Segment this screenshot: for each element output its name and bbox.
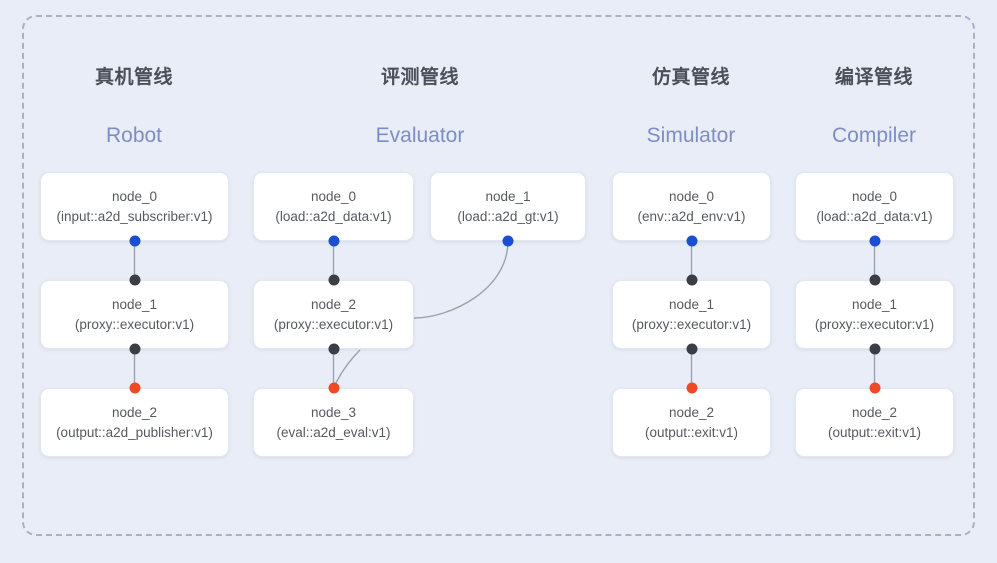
node-name-label: node_1 (851, 296, 898, 312)
node-name-label: node_0 (851, 188, 898, 204)
node-evaluator-node_0[interactable]: node_0(load::a2d_data:v1) (253, 172, 414, 241)
node-spec-label: (eval::a2d_eval:v1) (276, 424, 391, 440)
port-top-in-icon[interactable] (328, 274, 339, 286)
node-spec-label: (proxy::executor:v1) (631, 316, 752, 332)
node-compiler-node_0[interactable]: node_0(load::a2d_data:v1) (795, 172, 954, 241)
column-title-en-robot: Robot (105, 124, 163, 147)
port-bottom-out-icon[interactable] (869, 235, 880, 247)
port-bottom-out-icon[interactable] (502, 235, 514, 247)
port-top-term-icon[interactable] (328, 382, 339, 394)
node-robot-node_1[interactable]: node_1(proxy::executor:v1) (40, 280, 229, 349)
node-name-label: node_2 (111, 404, 158, 420)
port-top-in-icon[interactable] (869, 274, 880, 286)
port-top-in-icon[interactable] (686, 274, 697, 286)
node-spec-label: (proxy::executor:v1) (273, 316, 394, 332)
port-bottom-in-icon[interactable] (869, 343, 880, 355)
node-spec-label: (proxy::executor:v1) (814, 316, 935, 332)
port-bottom-out-icon[interactable] (686, 235, 697, 247)
port-bottom-out-icon[interactable] (328, 235, 339, 247)
node-compiler-node_2[interactable]: node_2(output::exit:v1) (795, 388, 954, 457)
node-simulator-node_2[interactable]: node_2(output::exit:v1) (612, 388, 771, 457)
node-spec-label: (load::a2d_data:v1) (816, 208, 933, 224)
node-name-label: node_2 (851, 404, 898, 420)
column-title-cn-compiler: 编译管线 (834, 67, 914, 88)
node-simulator-node_0[interactable]: node_0(env::a2d_env:v1) (612, 172, 771, 241)
node-name-label: node_0 (668, 188, 715, 204)
node-spec-label: (output::a2d_publisher:v1) (56, 424, 213, 440)
column-title-cn-robot: 真机管线 (94, 67, 174, 88)
port-bottom-in-icon[interactable] (328, 343, 339, 355)
column-title-en-evaluator: Evaluator (375, 124, 465, 147)
node-spec-label: (load::a2d_data:v1) (275, 208, 392, 224)
node-name-label: node_1 (668, 296, 715, 312)
node-evaluator-node_2[interactable]: node_2(proxy::executor:v1) (253, 280, 414, 349)
pipeline-group-frame (22, 15, 975, 536)
port-top-term-icon[interactable] (869, 382, 880, 394)
node-simulator-node_1[interactable]: node_1(proxy::executor:v1) (612, 280, 771, 349)
node-name-label: node_2 (310, 296, 357, 312)
node-spec-label: (load::a2d_gt:v1) (457, 208, 559, 224)
node-name-label: node_0 (111, 188, 158, 204)
port-top-term-icon[interactable] (129, 382, 140, 394)
node-name-label: node_0 (310, 188, 357, 204)
column-title-cn-simulator: 仿真管线 (651, 67, 731, 88)
port-bottom-in-icon[interactable] (686, 343, 697, 355)
node-name-label: node_3 (310, 404, 357, 420)
node-evaluator-node_1[interactable]: node_1(load::a2d_gt:v1) (430, 172, 586, 241)
node-evaluator-node_3[interactable]: node_3(eval::a2d_eval:v1) (253, 388, 414, 457)
node-robot-node_0[interactable]: node_0(input::a2d_subscriber:v1) (40, 172, 229, 241)
port-top-in-icon[interactable] (129, 274, 140, 286)
port-bottom-in-icon[interactable] (129, 343, 140, 355)
port-bottom-out-icon[interactable] (129, 235, 140, 247)
node-name-label: node_2 (668, 404, 715, 420)
node-spec-label: (proxy::executor:v1) (74, 316, 195, 332)
node-spec-label: (env::a2d_env:v1) (637, 208, 746, 224)
node-name-label: node_1 (485, 188, 531, 204)
node-spec-label: (output::exit:v1) (827, 424, 922, 440)
column-title-en-compiler: Compiler (831, 124, 917, 147)
node-robot-node_2[interactable]: node_2(output::a2d_publisher:v1) (40, 388, 229, 457)
column-title-en-simulator: Simulator (646, 124, 736, 147)
port-top-term-icon[interactable] (686, 382, 697, 394)
node-spec-label: (output::exit:v1) (644, 424, 739, 440)
node-name-label: node_1 (111, 296, 158, 312)
column-title-cn-evaluator: 评测管线 (380, 67, 460, 88)
node-compiler-node_1[interactable]: node_1(proxy::executor:v1) (795, 280, 954, 349)
node-spec-label: (input::a2d_subscriber:v1) (56, 208, 213, 224)
